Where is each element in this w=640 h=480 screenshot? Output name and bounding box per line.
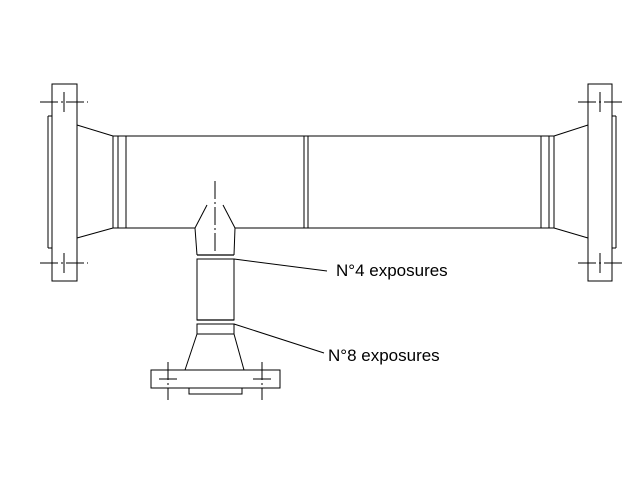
branch-pipe [194,181,236,335]
main-run-pipe [126,135,541,229]
lower-callout-leader [233,323,325,354]
bottom-flange [150,362,281,400]
lower-callout-label: N°8 exposures [328,346,440,365]
bottom-reducer [184,333,245,371]
upper-callout-leader [233,258,328,272]
right-flange [578,83,624,282]
left-reducer [76,124,127,239]
right-reducer [540,124,589,239]
upper-callout-label: N°4 exposures [336,261,448,280]
left-flange [40,83,88,282]
